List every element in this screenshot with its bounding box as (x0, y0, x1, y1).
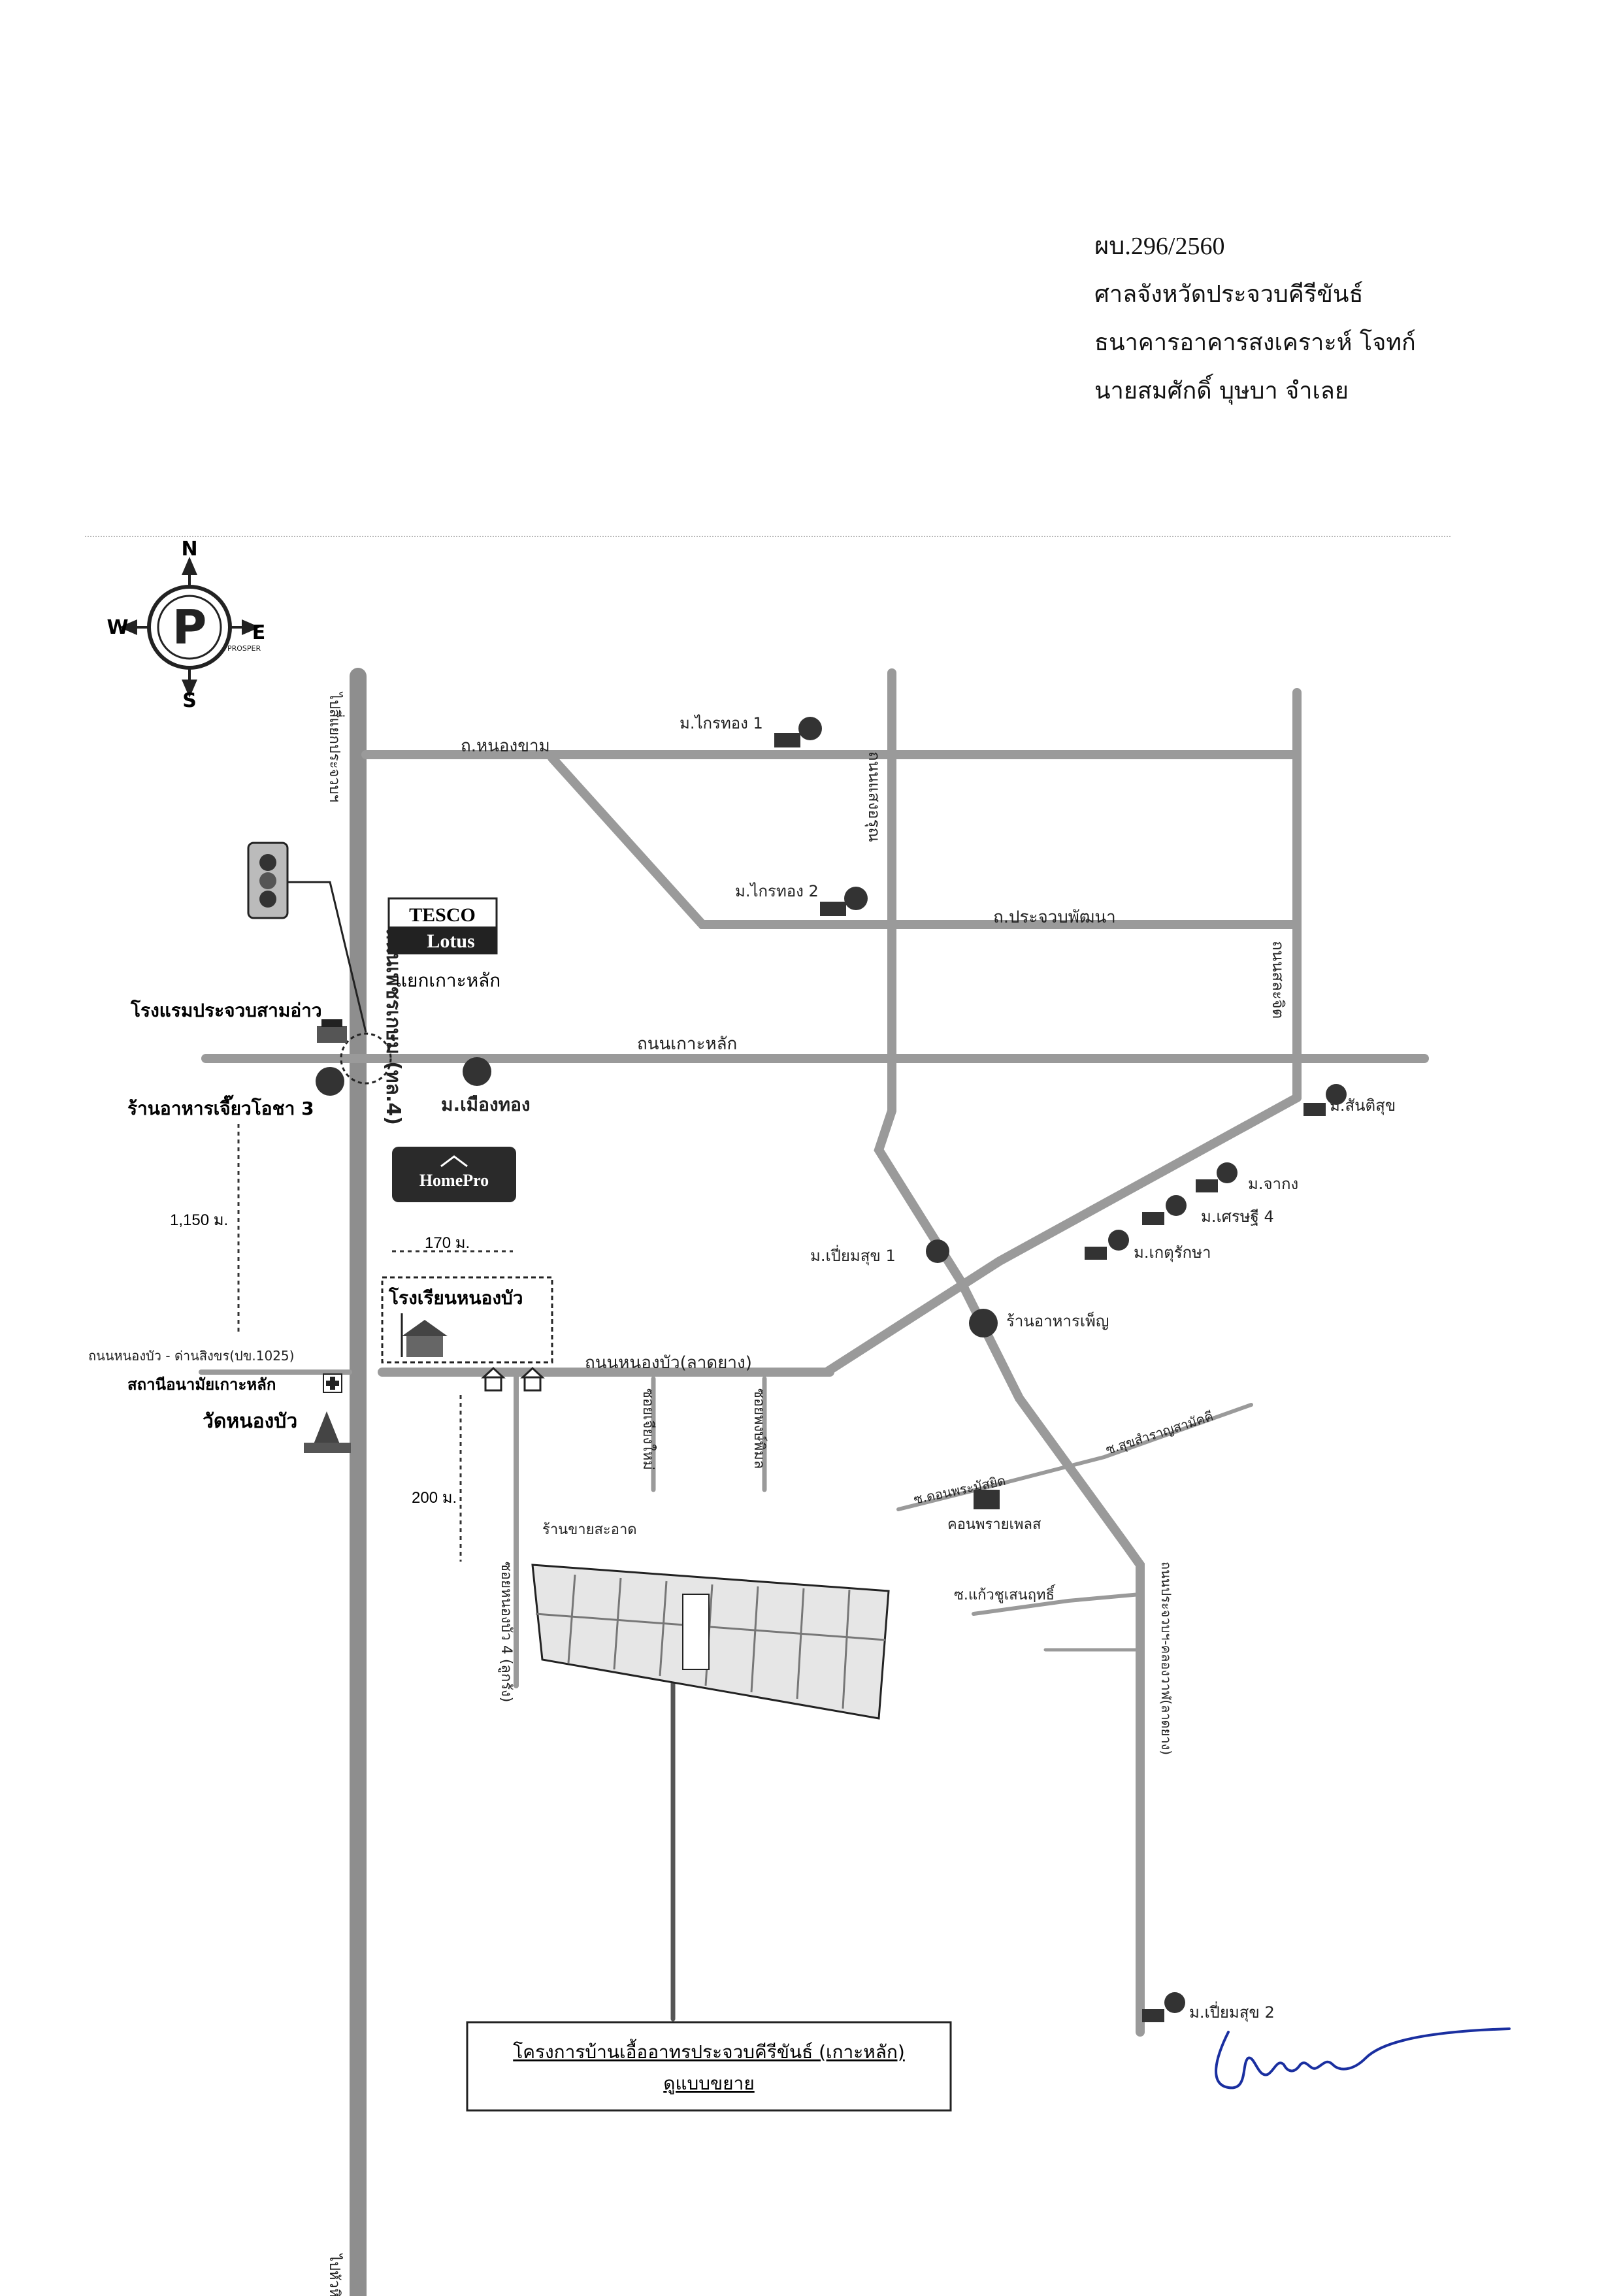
village-kraithong-2-icon (820, 887, 868, 916)
plaintiff-line: ธนาคารอาคารสงเคราะห์ โจทก์ (1094, 329, 1416, 356)
temple-icon (304, 1411, 351, 1453)
svg-text:HomePro: HomePro (419, 1171, 489, 1190)
village-ket-rak-icon (1085, 1230, 1129, 1260)
court-name: ศาลจังหวัดประจวบคีรีขันธ์ (1094, 281, 1364, 308)
homepro-logo: HomePro (392, 1147, 516, 1202)
svg-text:โครงการบ้านเอื้ออาทรประจวบคีรี: โครงการบ้านเอื้ออาทรประจวบคีรีขันธ์ (เกา… (513, 2039, 905, 2063)
village-piamsuk-2-icon (1142, 1992, 1185, 2022)
svg-text:Lotus: Lotus (427, 930, 474, 952)
village-kraithong-1-icon (774, 717, 822, 747)
tesco-lotus-logo: TESCO Lotus (387, 897, 498, 955)
label-saeng-charoen: ถนนสละจิต (1269, 941, 1287, 1019)
compass-rose: P PROSPER N S W E (107, 538, 265, 712)
label-village-muang-thong: ม.เมืองทอง (441, 1094, 531, 1115)
label-intersection: แยกเกาะหลัก (395, 970, 500, 991)
case-header: ผบ.296/2560 ศาลจังหวัดประจวบคีรีขันธ์ ธน… (1094, 222, 1416, 416)
label-restaurant-1: ร้านอาหารเจี๊ยวโอชา 3 (127, 1095, 314, 1119)
label-to-huahin: ไปหัวหินชะแก (326, 2253, 343, 2296)
house-icons (481, 1366, 545, 1392)
label-restaurant-2: ร้านอาหารเพ็ญ (1006, 1311, 1109, 1330)
label-soi-kaew-sethasit: ซ.แก้วชูเสนฤทธิ์ (954, 1584, 1056, 1603)
soi-kaew-sethasit (972, 1592, 1142, 1616)
label-soi-nong-bua-4: ซอยหนองบัว 4 (ลูกรัง) (498, 1562, 514, 1702)
label-saeng-arun: ถนนแสงอรุณ (864, 751, 883, 842)
logo-p-icon: P (172, 600, 207, 655)
label-temple: วัดหนองบัว (203, 1410, 297, 1433)
label-ko-lak: ถนนเกาะหลัก (637, 1034, 737, 1054)
label-hotel: โรงแรมประจวบสามอ่าว (130, 999, 322, 1021)
divider (85, 536, 1451, 537)
health-cross-icon (323, 1373, 342, 1393)
defendant-line: นายสมศักดิ์ บุษบา จำเลย (1094, 378, 1349, 404)
svg-text:ดูแบบขยาย: ดูแบบขยาย (663, 2073, 754, 2095)
label-village-chakong: ม.จากง (1248, 1175, 1298, 1193)
project-label-box: โครงการบ้านเอื้ออาทรประจวบคีรีขันธ์ (เกา… (466, 2021, 952, 2112)
case-number: ผบ.296/2560 (1094, 233, 1225, 260)
school-building-icon (401, 1313, 448, 1357)
label-soi-suk-sam-ran: ซ.สุขสำราญสามัคคี (1104, 1408, 1215, 1458)
label-prachuap-phatthana: ถ.ประจวบพัฒนา (993, 908, 1116, 927)
village-chakong-icon (1196, 1162, 1238, 1192)
village-muang-thong-icon (463, 1057, 491, 1086)
label-village-setthi-4: ม.เศรษฐี 4 (1201, 1207, 1274, 1226)
village-piamsuk-1-icon (926, 1239, 949, 1263)
label-village-piamsuk-2: ม.เปี่ยมสุข 2 (1189, 2001, 1275, 2022)
label-health-station: สถานีอนามัยเกาะหลัก (127, 1375, 276, 1394)
west-label: W (107, 616, 128, 639)
project-site-plan (531, 1564, 890, 1720)
distance-170: 170 ม. (425, 1234, 470, 1252)
label-to-prachuap: ไปสี่แยกประจวบฯ (326, 691, 345, 802)
school-box: โรงเรียนหนองบัว (381, 1276, 553, 1364)
restaurant-icon (316, 1067, 344, 1096)
label-nong-kham: ถ.หนองขาม (461, 736, 550, 756)
label-highway: ถนนเพชรเกษม (ทล.4) (382, 928, 404, 1125)
road-network (199, 668, 1429, 2296)
road-klong-wan (956, 1276, 1145, 2037)
label-soi-b: ซอยพงษ์พิมล (751, 1388, 767, 1469)
svg-text:โรงเรียนหนองบัว: โรงเรียนหนองบัว (388, 1287, 523, 1309)
label-soi-a: ซอยเจียงใหม่ (640, 1388, 657, 1470)
svg-text:TESCO: TESCO (409, 904, 476, 926)
distance-1150: 1,150 ม. (170, 1211, 228, 1229)
label-nong-bua: ถนนหนองบัว(ลาดยาง) (585, 1353, 752, 1373)
label-village-kraithong-2: ม.ไกรทอง 2 (735, 882, 819, 900)
village-icons (463, 717, 1347, 2022)
label-village-kraithong-1: ม.ไกรทอง 1 (680, 714, 763, 732)
intersection-marker (340, 1032, 392, 1085)
logo-text: PROSPER (227, 644, 261, 653)
north-label: N (181, 538, 197, 561)
label-village-piamsuk-1: ม.เปี่ยมสุข 1 (810, 1245, 896, 1266)
label-nong-bua-dan-sing: ถนนหนองบัว - ด่านสิงขร(ปข.1025) (88, 1348, 294, 1364)
road-saeng-arun (874, 668, 965, 1285)
restaurant-2-icon (969, 1309, 998, 1337)
south-label: S (182, 689, 197, 712)
road-diagonal (822, 1093, 1302, 1377)
label-shop: ร้านขายสะอาด (542, 1522, 637, 1538)
village-santisuk-icon (1303, 1084, 1347, 1116)
east-label: E (252, 621, 266, 644)
label-condo: คอนพรายเพลส (947, 1517, 1041, 1533)
soi-suk-sam-ran (896, 1403, 1253, 1511)
condo-icon (974, 1490, 1000, 1509)
road-prachuap-phatthana (548, 753, 1302, 929)
signature (1215, 2027, 1511, 2090)
hotel-icon (317, 1019, 347, 1043)
distance-200: 200 ม. (412, 1489, 457, 1507)
village-setthi-icon (1142, 1195, 1187, 1225)
label-village-ket-rak: ม.เกตุรักษา (1134, 1243, 1211, 1262)
label-klong-wan: ถนนประจวบฯ-คลองวาฬ(ลาดยาง) (1158, 1562, 1174, 1755)
traffic-light-icon (247, 842, 367, 1033)
